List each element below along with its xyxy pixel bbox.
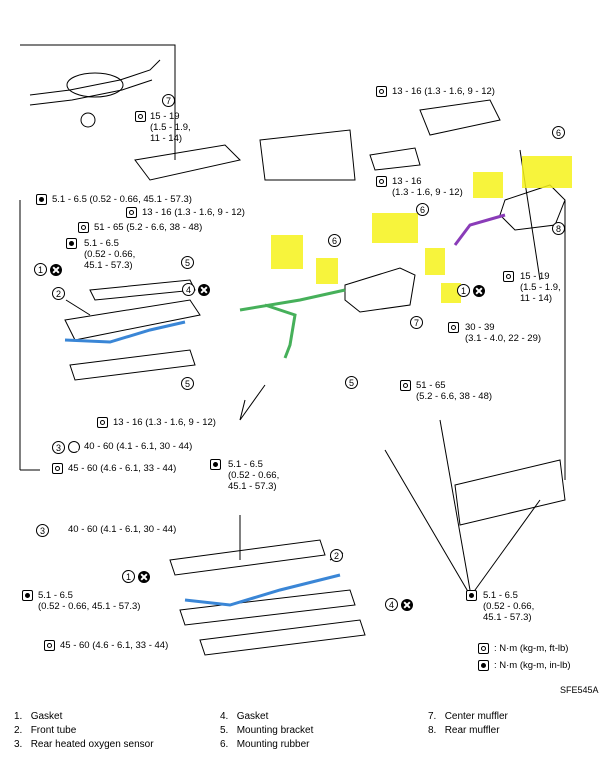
callout-5-c: 5 bbox=[345, 376, 358, 389]
highlight-mounting-rubber-5 bbox=[441, 283, 461, 303]
callout-7-inset: 7 bbox=[162, 94, 175, 107]
ring-icon bbox=[68, 441, 80, 453]
replace-icon-1c bbox=[138, 571, 150, 583]
highlight-mounting-rubber-3 bbox=[372, 213, 418, 243]
torque-left-1: 5.1 - 6.5 (0.52 - 0.66, 45.1 - 57.3) bbox=[52, 194, 192, 205]
callout-8: 8 bbox=[552, 222, 565, 235]
callout-5-b: 5 bbox=[181, 377, 194, 390]
replace-icon-4b bbox=[401, 599, 413, 611]
torque-right-2: 30 - 39 (3.1 - 4.0, 22 - 29) bbox=[465, 322, 542, 344]
torque-low-3: 45 - 60 (4.6 - 6.1, 33 - 44) bbox=[60, 640, 169, 651]
torque-right-1: 15 - 19 (1.5 - 1.9, 11 - 14) bbox=[520, 271, 561, 304]
torque-in-icon bbox=[66, 238, 77, 249]
legend-item: 2. Front tube bbox=[14, 725, 77, 736]
torque-icon bbox=[376, 86, 387, 97]
callout-3-a: 3 bbox=[52, 441, 65, 454]
torque-mid-center: 13 - 16 (1.3 - 1.6, 9 - 12) bbox=[392, 176, 463, 198]
torque-center-low: 5.1 - 6.5 (0.52 - 0.66, 45.1 - 57.3) bbox=[228, 459, 280, 492]
callout-4-a: 4 bbox=[182, 283, 195, 296]
callout-1-b: 1 bbox=[457, 284, 470, 297]
unit-key-inlb: : N·m (kg-m, in-lb) bbox=[494, 660, 571, 671]
torque-low-2: 5.1 - 6.5 (0.52 - 0.66, 45.1 - 57.3) bbox=[38, 590, 141, 612]
callout-6-mid: 6 bbox=[328, 234, 341, 247]
callout-7: 7 bbox=[410, 316, 423, 329]
highlight-mounting-rubber-1 bbox=[271, 235, 303, 269]
torque-left-3: 51 - 65 (5.2 - 6.6, 38 - 48) bbox=[94, 222, 203, 233]
torque-icon bbox=[78, 222, 89, 233]
highlight-mounting-rubber-2 bbox=[316, 258, 338, 284]
torque-left-6: 45 - 60 (4.6 - 6.1, 33 - 44) bbox=[68, 463, 177, 474]
replace-icon-1a bbox=[50, 264, 62, 276]
highlight-mounting-rubber-4 bbox=[425, 248, 445, 275]
torque-mid-right: 51 - 65 (5.2 - 6.6, 38 - 48) bbox=[416, 380, 493, 402]
torque-in-icon bbox=[210, 459, 221, 470]
torque-left-4: 5.1 - 6.5 (0.52 - 0.66, 45.1 - 57.3) bbox=[84, 238, 136, 271]
torque-in-icon bbox=[478, 660, 489, 671]
torque-icon bbox=[126, 207, 137, 218]
torque-icon bbox=[376, 176, 387, 187]
unit-key-ftlb: : N·m (kg-m, ft-lb) bbox=[494, 643, 569, 654]
legend-item: 8. Rear muffler bbox=[428, 725, 500, 736]
torque-icon bbox=[448, 322, 459, 333]
legend-item: 3. Rear heated oxygen sensor bbox=[14, 739, 154, 750]
torque-in-icon bbox=[36, 194, 47, 205]
figure-code: SFE545A bbox=[560, 685, 599, 695]
torque-right-low: 5.1 - 6.5 (0.52 - 0.66, 45.1 - 57.3) bbox=[483, 590, 535, 623]
callout-5-a: 5 bbox=[181, 256, 194, 269]
callout-3-b: 3 bbox=[36, 524, 49, 537]
replace-icon-1b bbox=[473, 285, 485, 297]
torque-icon bbox=[400, 380, 411, 391]
callout-2-a: 2 bbox=[52, 287, 65, 300]
torque-top-center: 13 - 16 (1.3 - 1.6, 9 - 12) bbox=[392, 86, 495, 97]
torque-icon bbox=[478, 643, 489, 654]
torque-in-icon bbox=[466, 590, 477, 601]
callout-4-b: 4 bbox=[385, 598, 398, 611]
torque-left-5: 40 - 60 (4.1 - 6.1, 30 - 44) bbox=[84, 441, 193, 452]
callout-1-c: 1 bbox=[122, 570, 135, 583]
callout-1-a: 1 bbox=[34, 263, 47, 276]
legend-item: 4. Gasket bbox=[220, 711, 269, 722]
highlight-mounting-rubber-7 bbox=[522, 156, 572, 188]
legend-item: 6. Mounting rubber bbox=[220, 739, 310, 750]
torque-bottom-center: 13 - 16 (1.3 - 1.6, 9 - 12) bbox=[113, 417, 216, 428]
torque-left-2: 13 - 16 (1.3 - 1.6, 9 - 12) bbox=[142, 207, 245, 218]
callout-6-top: 6 bbox=[552, 126, 565, 139]
callout-2-b: 2 bbox=[330, 549, 343, 562]
callout-6-right: 6 bbox=[416, 203, 429, 216]
torque-top-left: 15 - 19 (1.5 - 1.9, 11 - 14) bbox=[150, 111, 191, 144]
highlight-mounting-rubber-6 bbox=[473, 172, 503, 198]
torque-icon bbox=[44, 640, 55, 651]
legend-item: 1. Gasket bbox=[14, 711, 63, 722]
torque-low-1: 40 - 60 (4.1 - 6.1, 30 - 44) bbox=[68, 524, 177, 535]
torque-icon bbox=[97, 417, 108, 428]
torque-in-icon bbox=[22, 590, 33, 601]
replace-icon-4a bbox=[198, 284, 210, 296]
torque-icon bbox=[52, 463, 63, 474]
legend-item: 7. Center muffler bbox=[428, 711, 508, 722]
legend-item: 5. Mounting bracket bbox=[220, 725, 314, 736]
torque-icon bbox=[135, 111, 146, 122]
torque-icon bbox=[503, 271, 514, 282]
